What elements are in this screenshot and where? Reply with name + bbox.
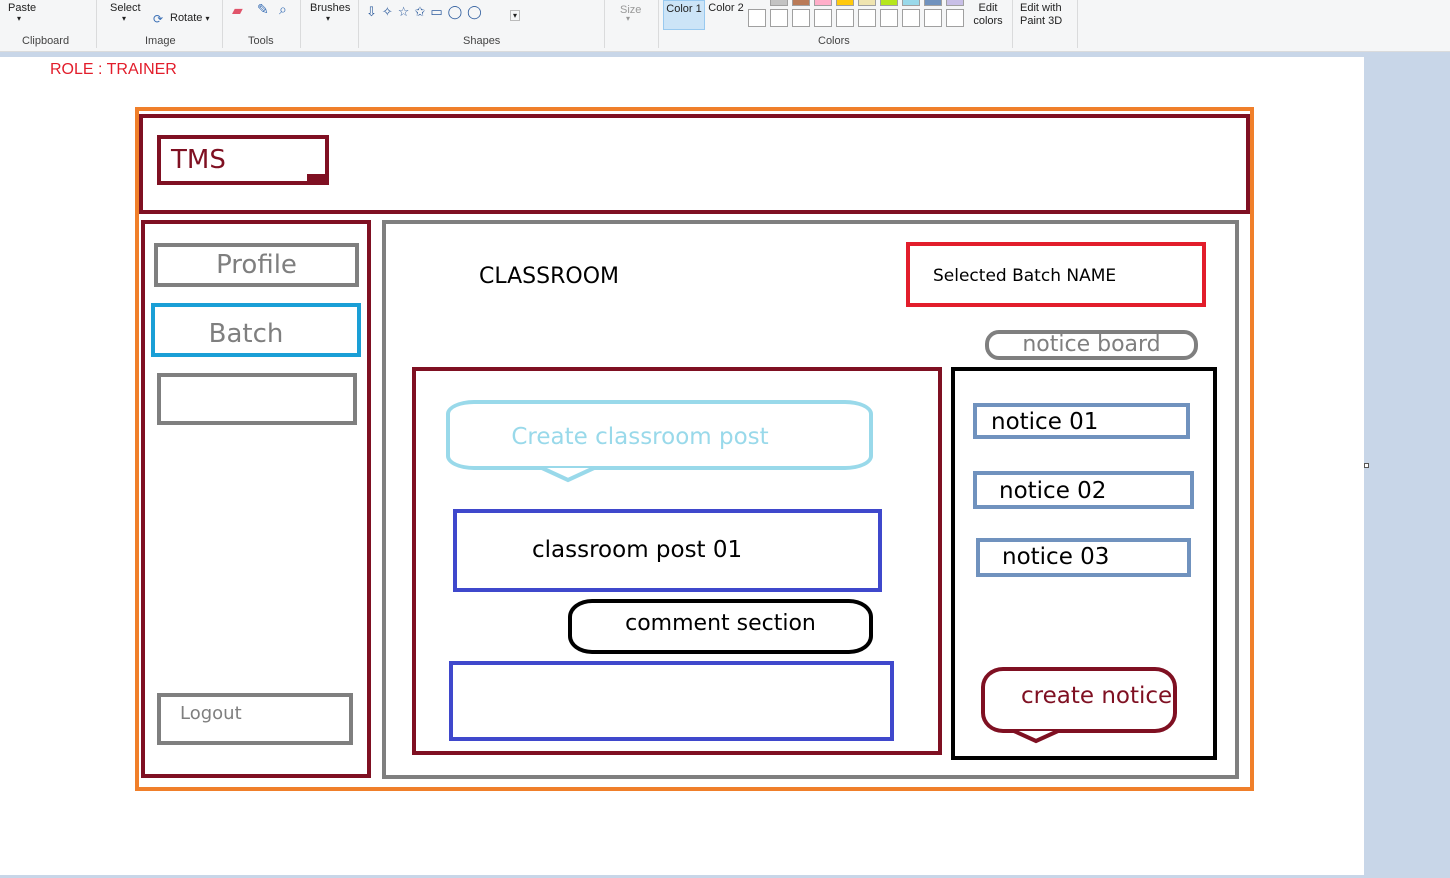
paste-button[interactable]: Paste — [8, 2, 37, 14]
custom-color-swatch[interactable] — [902, 9, 920, 27]
create-notice-tail-icon — [1013, 729, 1059, 744]
logo-corner-mark — [307, 174, 329, 182]
color1-label: Color 1 — [666, 3, 702, 15]
shapes-group-label: Shapes — [463, 35, 501, 47]
create-notice-label: create notice — [1021, 683, 1173, 709]
tools-group-label: Tools — [248, 35, 274, 47]
paint-ribbon: Paste ▾ Clipboard Select ▾ ⟳ Rotate ▾ Im… — [0, 0, 1450, 52]
rotate-icon: ⟳ — [153, 12, 164, 26]
separator — [1077, 0, 1078, 48]
classroom-post-card[interactable]: classroom post 01 — [453, 509, 882, 592]
edit-with-paint3d-button[interactable]: Edit with Paint 3D — [1020, 2, 1063, 27]
brushes-button[interactable]: Brushes — [310, 2, 351, 14]
comment-input-box[interactable] — [449, 661, 894, 741]
color-swatch[interactable] — [836, 0, 854, 6]
colors-group-label: Colors — [818, 35, 850, 47]
custom-color-swatch[interactable] — [770, 9, 788, 27]
brushes-dropdown-icon[interactable]: ▾ — [326, 14, 331, 23]
notice-board-panel — [951, 367, 1217, 760]
notice-label: notice 02 — [999, 478, 1107, 504]
rotate-button[interactable]: Rotate ▾ — [170, 12, 210, 24]
select-button[interactable]: Select — [110, 2, 141, 14]
logo-box[interactable]: TMS — [157, 135, 329, 185]
edit-colors-button[interactable]: Edit colors — [973, 2, 1003, 27]
custom-color-swatch[interactable] — [836, 9, 854, 27]
workspace-background — [1364, 57, 1450, 878]
separator — [300, 0, 301, 48]
post-title: classroom post 01 — [532, 537, 743, 563]
profile-label: Profile — [216, 250, 297, 280]
create-post-label: Create classroom post — [511, 424, 769, 450]
custom-color-swatch[interactable] — [748, 9, 766, 27]
notice-board-label: notice board — [1022, 332, 1161, 357]
sidebar-item-batch[interactable]: Batch — [151, 303, 361, 357]
notice-item[interactable]: notice 03 — [976, 538, 1191, 577]
size-dropdown-icon[interactable]: ▾ — [626, 14, 631, 23]
clipboard-group-label: Clipboard — [22, 35, 70, 47]
color-swatch[interactable] — [814, 0, 832, 6]
paste-dropdown-icon[interactable]: ▾ — [17, 14, 22, 23]
custom-color-swatch[interactable] — [946, 9, 964, 27]
separator — [658, 0, 659, 48]
notice-label: notice 01 — [991, 409, 1099, 435]
shapes-gallery[interactable]: ⇩✧☆✩▭◯◯ — [366, 5, 487, 20]
create-post-tail-icon — [541, 466, 595, 483]
classroom-posts-panel — [412, 367, 942, 755]
paint-canvas[interactable]: ROLE : TRAINER TMS Profile Batch Logout … — [0, 57, 1364, 875]
eraser-icon[interactable]: ▰ — [232, 3, 243, 19]
logo-text: TMS — [171, 145, 226, 175]
image-group-label: Image — [145, 35, 176, 47]
logout-label: Logout — [180, 703, 242, 724]
separator — [358, 0, 359, 48]
select-dropdown-icon[interactable]: ▾ — [122, 14, 127, 23]
role-label: ROLE : TRAINER — [50, 61, 177, 78]
rotate-label: Rotate — [170, 12, 203, 24]
create-notice-button[interactable]: create notice — [981, 667, 1177, 733]
main-content — [382, 220, 1239, 779]
color-swatch[interactable] — [792, 0, 810, 6]
custom-color-swatch[interactable] — [858, 9, 876, 27]
notice-item[interactable]: notice 02 — [973, 471, 1194, 509]
color-swatch[interactable] — [880, 0, 898, 6]
app-frame — [135, 107, 1254, 791]
custom-color-swatch[interactable] — [814, 9, 832, 27]
notice-board-heading: notice board — [985, 330, 1198, 360]
sidebar-item-profile[interactable]: Profile — [154, 243, 359, 287]
page-title: CLASSROOM — [479, 264, 620, 289]
magnifier-icon[interactable]: ⌕ — [279, 2, 287, 18]
selected-batch-box[interactable]: Selected Batch NAME — [906, 242, 1206, 307]
create-post-button[interactable]: Create classroom post — [446, 400, 873, 470]
comment-section-button[interactable]: comment section — [568, 599, 873, 654]
separator — [222, 0, 223, 48]
color-swatch[interactable] — [946, 0, 964, 6]
custom-color-swatch[interactable] — [924, 9, 942, 27]
separator — [604, 0, 605, 48]
app-header — [139, 114, 1250, 214]
color-picker-icon[interactable]: ✎ — [257, 2, 269, 18]
color1-button[interactable]: Color 1 — [663, 0, 705, 30]
separator — [96, 0, 97, 48]
color-swatch[interactable] — [858, 0, 876, 6]
color-swatch[interactable] — [924, 0, 942, 6]
custom-color-swatch[interactable] — [880, 9, 898, 27]
notice-item[interactable]: notice 01 — [973, 403, 1190, 439]
shapes-more-icon[interactable]: ▾ — [510, 10, 521, 21]
comment-section-label: comment section — [625, 611, 816, 636]
color2-button[interactable]: Color 2 — [708, 2, 744, 14]
separator — [1012, 0, 1013, 48]
selected-batch-label: Selected Batch NAME — [933, 266, 1117, 286]
color-swatch[interactable] — [902, 0, 920, 6]
batch-label: Batch — [208, 319, 284, 349]
sidebar — [141, 220, 371, 778]
custom-color-swatch[interactable] — [792, 9, 810, 27]
color-swatch[interactable] — [770, 0, 788, 6]
size-button[interactable]: Size — [620, 4, 642, 16]
canvas-resize-handle[interactable] — [1364, 463, 1369, 468]
logout-button[interactable]: Logout — [157, 693, 353, 745]
notice-label: notice 03 — [1002, 544, 1110, 570]
sidebar-item-empty[interactable] — [157, 373, 357, 425]
